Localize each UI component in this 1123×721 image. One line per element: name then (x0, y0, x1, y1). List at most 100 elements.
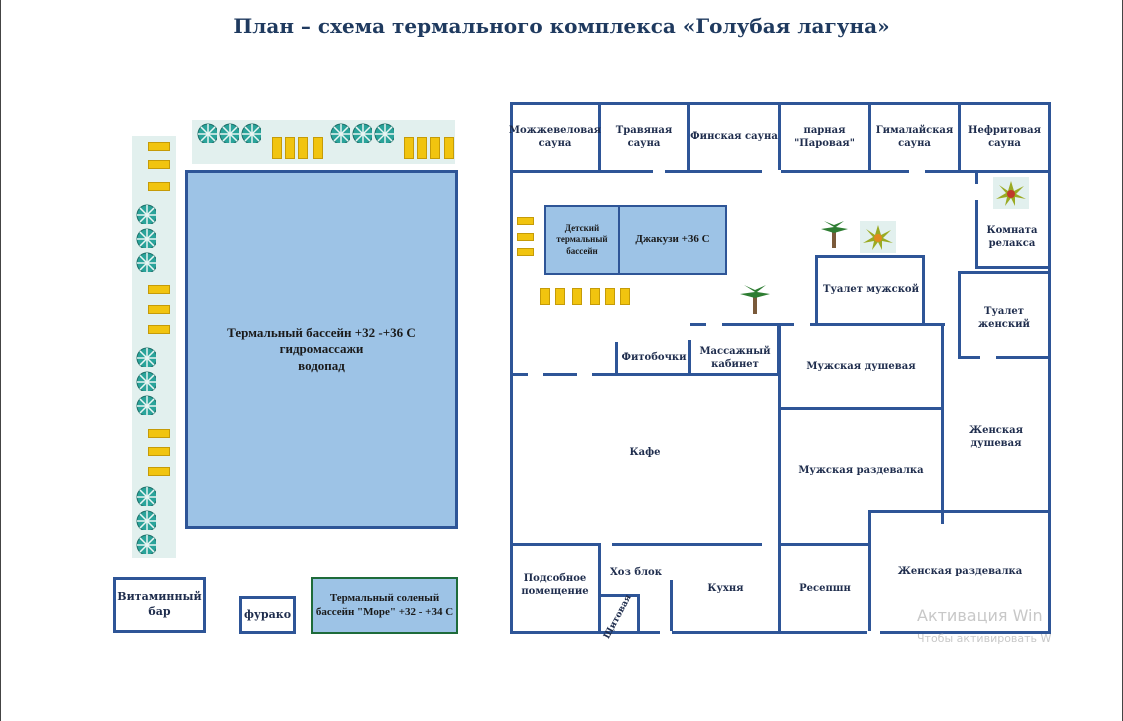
wall-segment (592, 373, 626, 376)
cafe-label: Кафе (629, 447, 661, 459)
wall-segment (781, 170, 909, 173)
sauna-himalayan-line-1: Гималайская (875, 124, 954, 136)
wall-segment (641, 373, 780, 376)
wall-segment (612, 543, 762, 546)
shower-men: Мужская душевая (781, 352, 941, 382)
wall-segment (868, 102, 871, 170)
cafe: Кафе (512, 440, 778, 466)
umbrella-icon (136, 204, 156, 224)
steam-room-line-1: парная (803, 124, 846, 136)
potted-plant-icon (860, 221, 896, 253)
wall-segment (510, 170, 604, 173)
wall-segment (975, 200, 978, 268)
wall-segment (778, 323, 794, 326)
utility-line-1: Подсобное (523, 572, 587, 584)
palm-tree-icon (821, 221, 848, 248)
umbrella-icon (197, 123, 217, 143)
wall-segment (665, 170, 762, 173)
left-deck (132, 136, 176, 558)
salt-pool-line-1: Термальный соленый (329, 591, 440, 604)
salt-thermal-pool-more: Термальный соленый бассейн "Море" +32 - … (311, 577, 458, 634)
toilet-women-label: Туалет женский (978, 305, 1030, 331)
locker-women-label: Женская раздевалка (897, 566, 1023, 578)
wall-segment (510, 373, 528, 376)
wall-segment (922, 255, 925, 325)
wall-segment (810, 323, 945, 326)
sun-lounger (148, 467, 170, 476)
umbrella-icon (136, 347, 156, 367)
umbrella-icon (219, 123, 239, 143)
umbrella-icon (374, 123, 394, 143)
sauna-jade-line-2: сауна (988, 138, 1021, 149)
sun-lounger (517, 248, 534, 256)
sauna-herbal: Травяная сауна (601, 104, 687, 170)
sun-lounger (148, 429, 170, 438)
locker-men-label: Мужская раздевалка (798, 465, 924, 477)
massage-line-1: Массажный (699, 345, 771, 357)
wall-segment (637, 594, 640, 631)
sun-lounger (444, 137, 454, 159)
activation-watermark-line-2: Чтобы активировать W (917, 632, 1052, 645)
umbrella-icon (136, 534, 156, 554)
main-pool-line-2: гидромассажи (279, 341, 364, 357)
wall-segment (868, 510, 1051, 513)
sauna-jade-line-1: Нефритовая (968, 124, 1041, 136)
wall-segment (815, 255, 925, 258)
sun-lounger (404, 137, 414, 159)
umbrella-icon (241, 123, 261, 143)
wall-segment (615, 342, 618, 376)
main-pool-line-1: Термальный бассейн +32 -+36 С (227, 325, 416, 341)
phytobarrels-label: Фитобочки (621, 352, 687, 364)
sun-lounger (148, 182, 170, 191)
wall-segment (868, 510, 871, 631)
reception-label: Ресепшн (799, 583, 851, 595)
umbrella-icon (136, 228, 156, 248)
sauna-himalayan-line-2: сауна (898, 138, 931, 149)
wall-segment (778, 407, 943, 410)
wall-segment (598, 543, 601, 631)
wall-segment (778, 323, 781, 409)
steam-room-line-2: "Паровая" (794, 138, 855, 149)
wall-segment (543, 373, 577, 376)
shower-men-label: Мужская душевая (806, 361, 916, 373)
wall-segment (672, 631, 867, 634)
wall-segment (958, 102, 961, 170)
wall-segment (598, 102, 601, 170)
sun-lounger (517, 233, 534, 241)
activation-watermark-line-1: Активация Win (917, 606, 1043, 625)
vitamin-bar: Витаминный бар (113, 577, 206, 633)
sauna-finnish: Финская сауна (690, 104, 778, 170)
reception: Ресепшн (781, 577, 869, 601)
umbrella-icon (330, 123, 350, 143)
jacuzzi-label: Джакузи +36 С (635, 233, 710, 246)
furako-label: фурако (243, 607, 292, 621)
sun-lounger (417, 137, 427, 159)
sauna-juniper-line-2: сауна (538, 138, 572, 149)
umbrella-icon (136, 510, 156, 530)
wall-segment (996, 356, 1051, 359)
vitamin-bar-line-1: Витаминный (117, 590, 202, 604)
sun-lounger (148, 285, 170, 294)
umbrella-icon (136, 371, 156, 391)
wall-segment (598, 594, 638, 597)
sauna-finnish-label: Финская сауна (690, 131, 778, 143)
sun-lounger (148, 305, 170, 314)
wall-segment (778, 543, 868, 546)
phytobarrels: Фитобочки (618, 344, 690, 372)
electrical-panel-room: Щитовая (596, 591, 640, 642)
salt-pool-line-2: бассейн "Море" +32 - +34 С (315, 605, 454, 618)
wall-segment (778, 407, 781, 544)
utility-line-2: помещение (521, 586, 589, 597)
wall-segment (1048, 102, 1051, 634)
umbrella-icon (352, 123, 372, 143)
sun-lounger (148, 160, 170, 169)
wall-segment (670, 580, 673, 631)
wall-segment (510, 543, 598, 546)
palm-tree-icon-2 (740, 285, 770, 314)
sun-lounger (313, 137, 323, 159)
page-border-left (0, 0, 1, 721)
sun-lounger (540, 288, 550, 305)
household-block: Хоз блок (602, 562, 670, 584)
